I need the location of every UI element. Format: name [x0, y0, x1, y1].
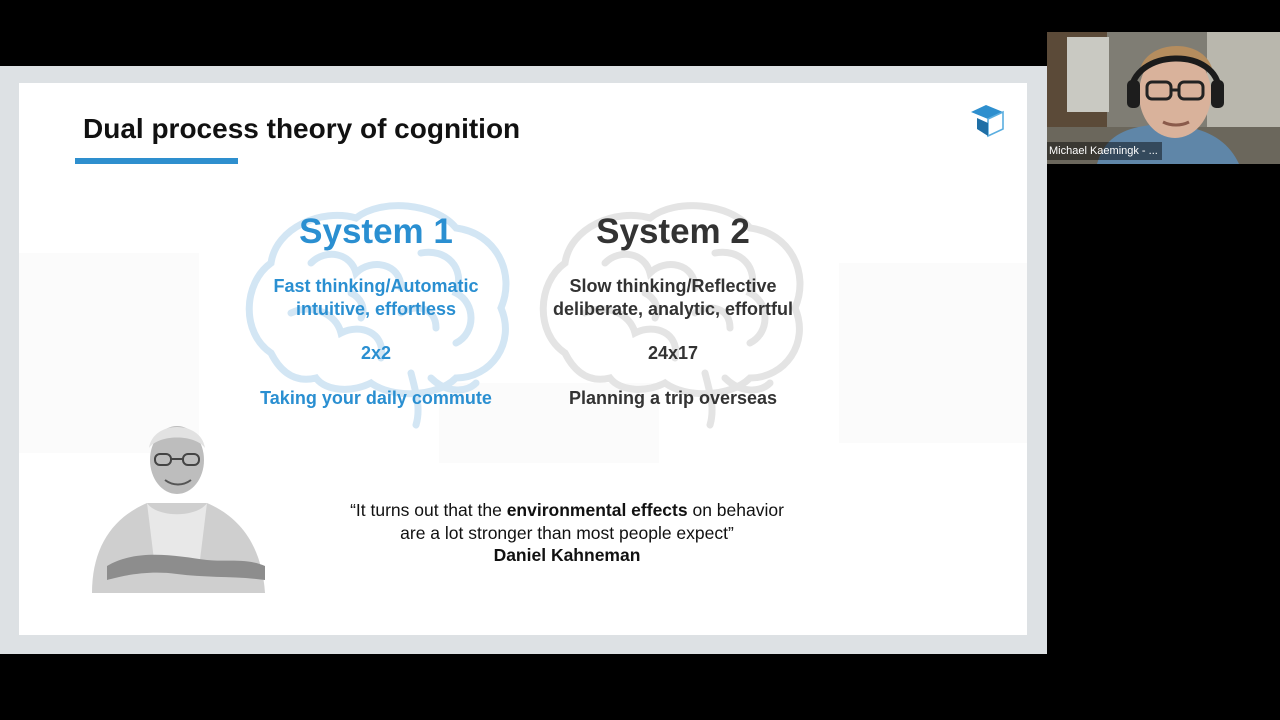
quote-line1: “It turns out that the environmental eff… [279, 499, 855, 522]
presentation-slide: Dual process theory of cognition [19, 83, 1027, 635]
brain-icon [245, 202, 510, 429]
system2-task: Planning a trip overseas [568, 388, 778, 408]
system1-heading: System 1 [299, 212, 453, 251]
system1-desc-line1: Fast thinking/Automatic [273, 276, 479, 296]
system2-desc-line1: Slow thinking/Reflective [569, 276, 777, 296]
participant-video [1047, 32, 1280, 164]
quote-line2: are a lot stronger than most people expe… [400, 523, 734, 543]
background-image-ghost [19, 253, 1027, 463]
slide-title: Dual process theory of cognition [83, 113, 521, 144]
system1-example: 2x2 [360, 343, 392, 363]
kahneman-portrait [92, 426, 265, 593]
quote-text: “It turns out that the environmental eff… [279, 499, 855, 545]
system1-desc-line2: intuitive, effortless [295, 299, 457, 319]
participant-video-tile[interactable]: Michael Kaemingk - ... [1047, 32, 1280, 164]
system2-description: Slow thinking/Reflective deliberate, ana… [513, 275, 833, 321]
quote-part2: on behavior [687, 500, 784, 520]
system2-desc-line2: deliberate, analytic, effortful [552, 299, 794, 319]
quote-emphasis: environmental effects [506, 500, 688, 520]
system1-task: Taking your daily commute [260, 388, 492, 408]
quote-author: Daniel Kahneman [493, 545, 641, 565]
system2-heading: System 2 [596, 212, 750, 251]
shared-screen: Dual process theory of cognition [0, 66, 1047, 654]
brain-icon [539, 202, 804, 429]
participant-name-label: Michael Kaemingk - ... [1047, 142, 1162, 160]
system2-example: 24x17 [647, 343, 699, 363]
cube-logo-icon [971, 105, 1004, 138]
system1-description: Fast thinking/Automatic intuitive, effor… [216, 275, 536, 321]
quote-part1: “It turns out that the [350, 500, 507, 520]
title-underline [75, 158, 238, 164]
